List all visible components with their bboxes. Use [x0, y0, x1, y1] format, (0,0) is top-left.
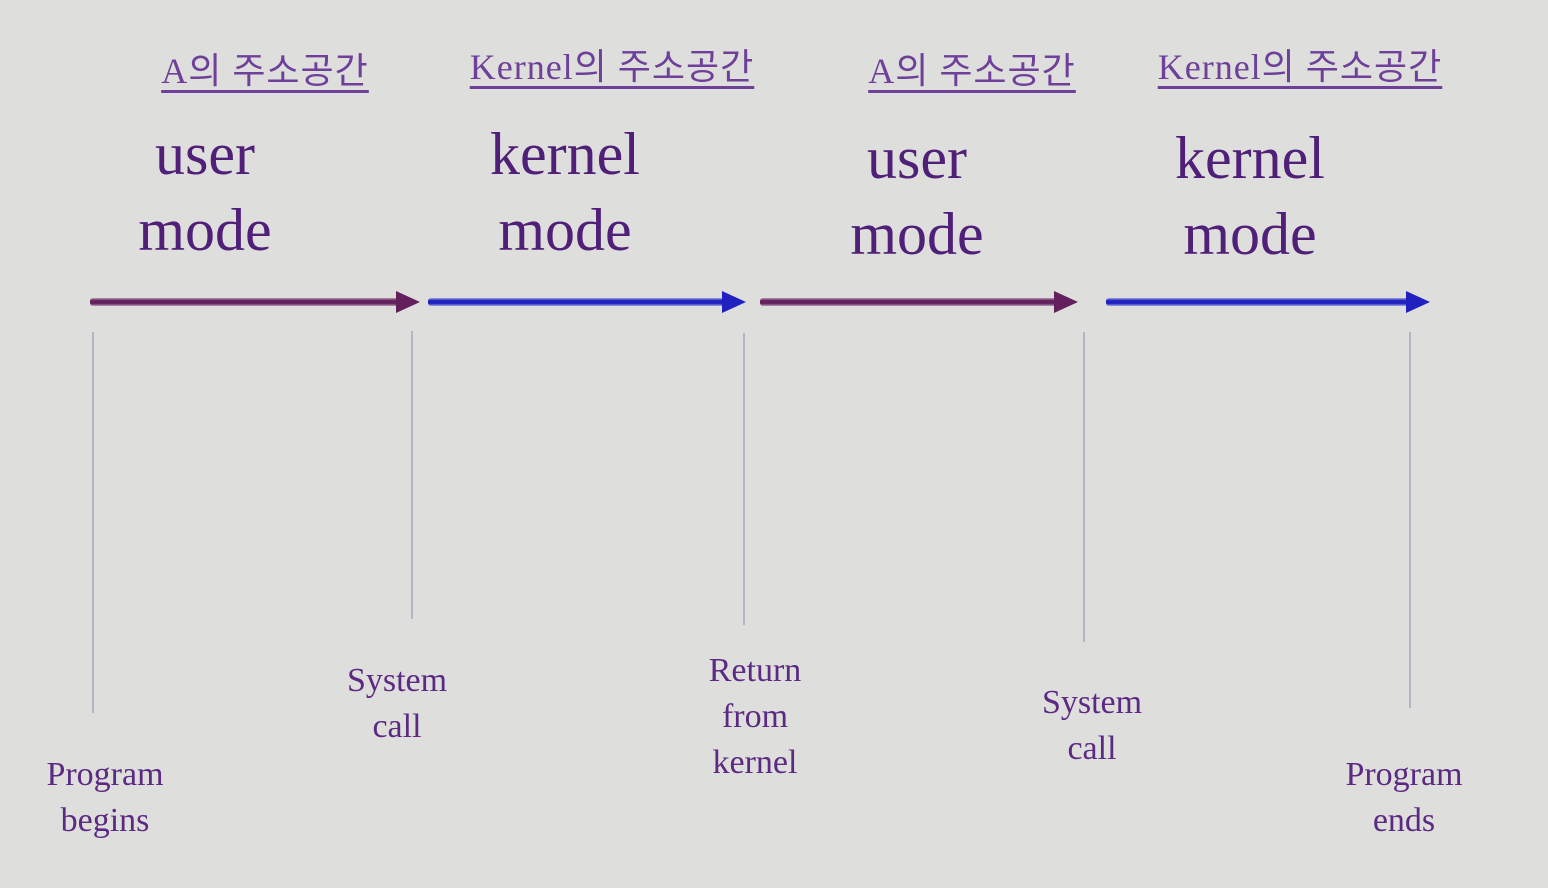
user-mode-arrow-1: [90, 291, 420, 313]
address-space-header-4: Kernel의 주소공간: [1157, 47, 1443, 87]
arrow-shaft: [760, 298, 1060, 306]
event-label-system-call-1: System call: [346, 662, 448, 745]
event-tick-system-call-1: [411, 331, 413, 619]
arrow-shaft: [90, 298, 402, 306]
mode-label-kernel-1: kernel mode: [490, 121, 640, 263]
event-tick-program-ends: [1409, 332, 1411, 708]
kernel-mode-arrow-1: [428, 291, 746, 313]
arrow-shaft: [1106, 298, 1412, 306]
event-label-system-call-2: System call: [1041, 684, 1143, 767]
mode-label-user-1: user mode: [138, 121, 272, 263]
event-tick-return-from-kernel: [743, 333, 745, 625]
address-space-header-1: A의 주소공간: [161, 51, 369, 91]
event-tick-system-call-2: [1083, 332, 1085, 642]
address-space-header-3: A의 주소공간: [868, 51, 1076, 91]
event-label-program-begins: Program begins: [46, 756, 164, 839]
kernel-mode-arrow-2: [1106, 291, 1430, 313]
arrow-head-icon: [1054, 291, 1078, 313]
arrow-head-icon: [1406, 291, 1430, 313]
user-mode-arrow-2: [760, 291, 1078, 313]
arrow-shaft: [428, 298, 728, 306]
mode-label-user-2: user mode: [850, 125, 984, 267]
event-tick-program-begins: [92, 332, 94, 713]
event-label-return-from-kernel: Return from kernel: [708, 652, 802, 781]
arrow-head-icon: [396, 291, 420, 313]
address-space-header-2: Kernel의 주소공간: [469, 47, 755, 87]
arrow-head-icon: [722, 291, 746, 313]
event-label-program-ends: Program ends: [1345, 756, 1463, 839]
mode-label-kernel-2: kernel mode: [1175, 125, 1325, 267]
